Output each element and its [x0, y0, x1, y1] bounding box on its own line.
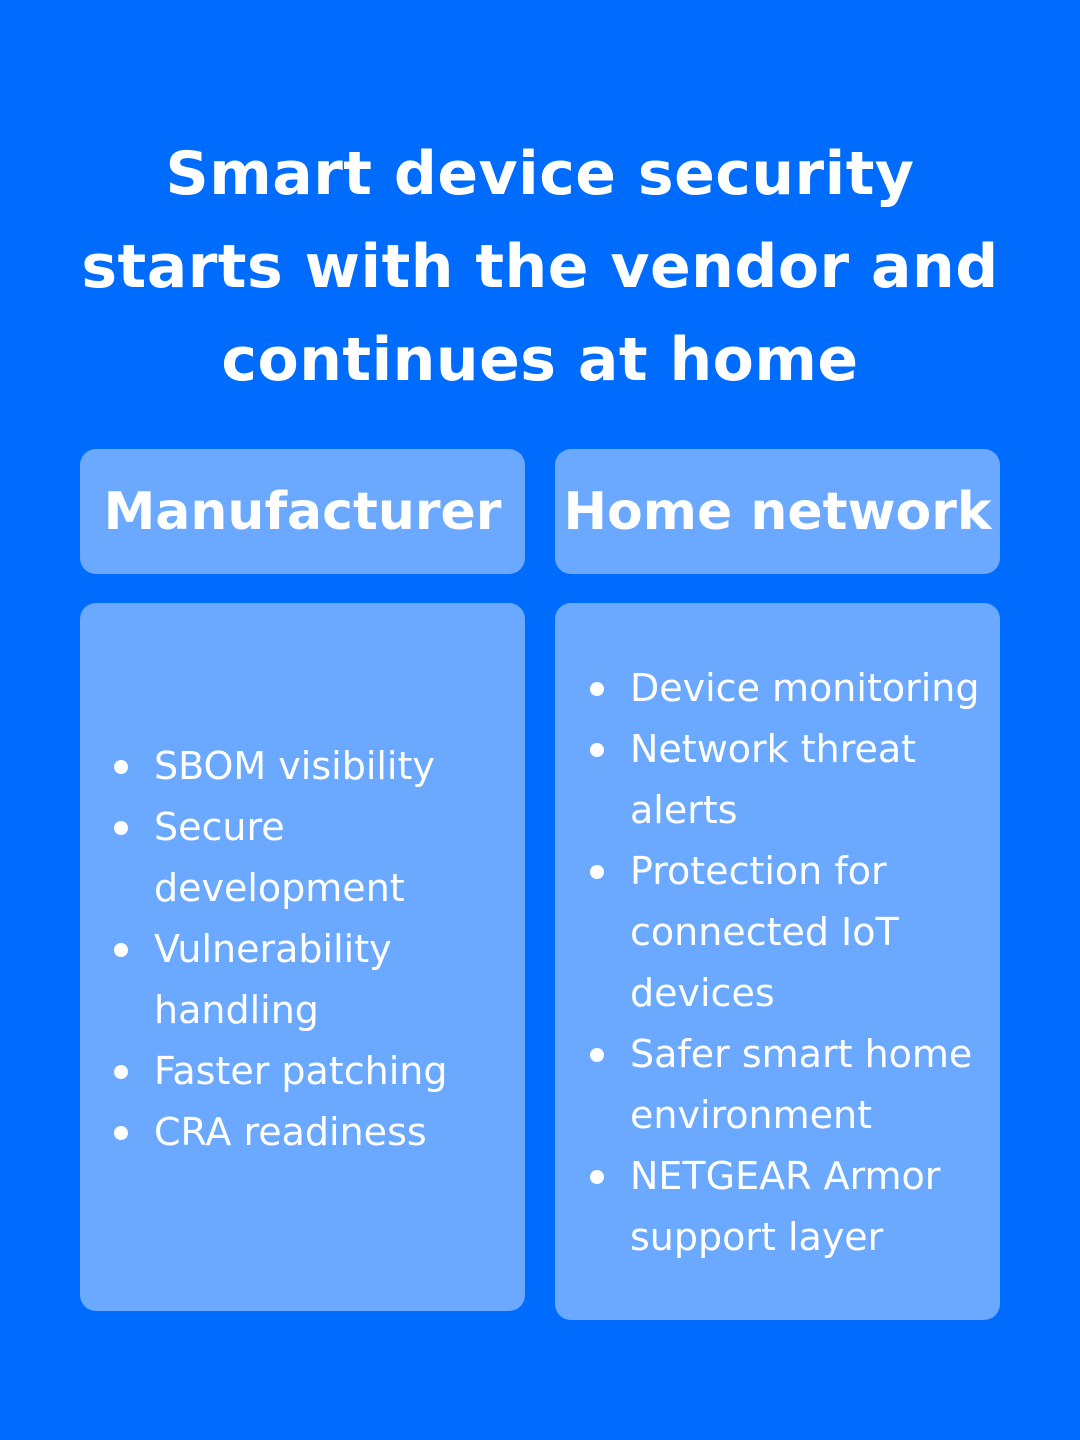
list-item: Device monitoring [590, 658, 1000, 719]
bullet-icon [114, 1126, 128, 1140]
bullet-icon [114, 760, 128, 774]
bullet-icon [590, 865, 604, 879]
title-line: starts with the vendor and [81, 232, 999, 303]
bullet-icon [590, 682, 604, 696]
bullet-icon [114, 1065, 128, 1079]
home-network-header: Home network [555, 449, 1000, 574]
bullet-icon [590, 743, 604, 757]
home-network-header-label: Home network [563, 481, 992, 542]
title-line: continues at home [221, 325, 859, 396]
list-item: CRA readiness [114, 1102, 514, 1163]
bullet-icon [114, 943, 128, 957]
bullet-icon [590, 1170, 604, 1184]
page-title: Smart device security starts with the ve… [0, 128, 1080, 407]
list-item: Faster patching [114, 1041, 514, 1102]
manufacturer-header: Manufacturer [80, 449, 525, 574]
bullet-icon [114, 821, 128, 835]
bullet-icon [590, 1048, 604, 1062]
list-item: SBOM visibility [114, 736, 514, 797]
manufacturer-header-label: Manufacturer [103, 481, 502, 542]
title-line: Smart device security [165, 139, 915, 210]
